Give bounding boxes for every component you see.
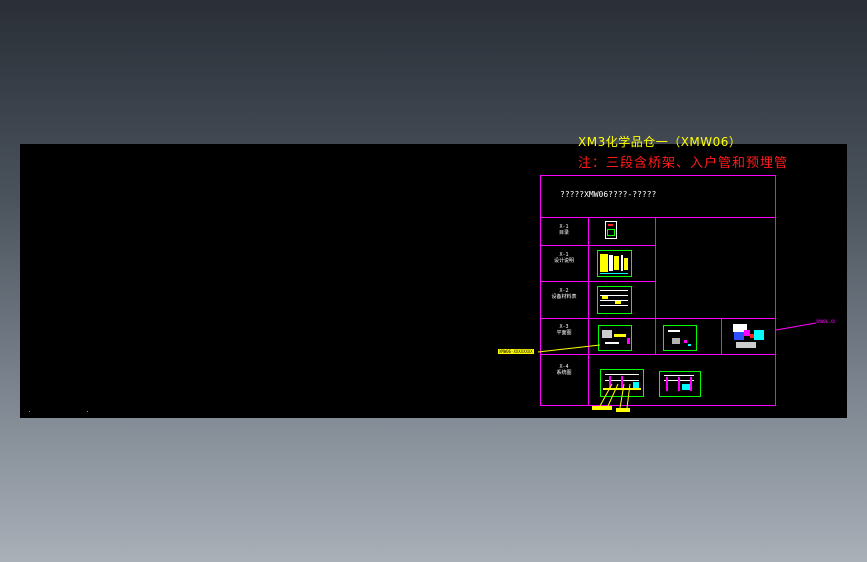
- table-header-line: [540, 217, 776, 218]
- row-code: X-3: [559, 324, 569, 330]
- ucs-marker: [87, 411, 88, 412]
- leader-label-right: XMW06-XX: [816, 319, 836, 324]
- sheet-thumbnail-notes[interactable]: [597, 250, 632, 277]
- row-label: X-1 设计说明: [542, 252, 586, 264]
- row-code: X-2: [559, 288, 569, 294]
- index-table-frame[interactable]: [540, 175, 776, 406]
- col-line: [655, 217, 656, 354]
- cad-model-space[interactable]: [20, 144, 847, 418]
- sheet-thumbnail-plan-1[interactable]: [597, 324, 633, 352]
- row-title: 设计说明: [553, 258, 574, 264]
- row-line: [540, 354, 776, 355]
- leader-label-left: XMW06-XXXXXXXX: [498, 349, 534, 354]
- ucs-marker: [29, 411, 30, 412]
- row-title: 系统图: [556, 370, 572, 376]
- sheet-thumbnail-materials[interactable]: [597, 286, 632, 314]
- row-code: X-1: [559, 224, 569, 230]
- row-line: [540, 318, 776, 319]
- table-header: ?????XMW06????-?????: [560, 190, 657, 199]
- drawing-note: 注：三段含桥架、入户管和预埋管: [578, 156, 789, 171]
- sheet-thumbnail-cover[interactable]: [605, 221, 617, 239]
- row-title: 设备材料表: [551, 294, 577, 300]
- sheet-thumbnail-plan-3[interactable]: [730, 322, 768, 352]
- col-line: [721, 318, 722, 354]
- sheet-thumbnail-plan-2[interactable]: [662, 324, 698, 352]
- row-label: X-1 目录: [542, 224, 586, 236]
- row-line: [540, 245, 656, 246]
- sheet-thumbnail-system-1[interactable]: [599, 368, 645, 398]
- row-line: [540, 281, 656, 282]
- row-code: X-1: [559, 252, 569, 258]
- row-label: X-2 设备材料表: [542, 288, 586, 300]
- row-code: X-4: [559, 364, 569, 370]
- sheet-thumbnail-system-2[interactable]: [658, 370, 702, 398]
- col-line: [588, 217, 589, 406]
- row-label: X-4 系统图: [542, 364, 586, 376]
- drawing-title: XM3化学品仓一（XMW06）: [578, 135, 742, 149]
- row-title: 目录: [558, 230, 569, 236]
- row-label: X-3 平面图: [542, 324, 586, 336]
- row-title: 平面图: [556, 330, 572, 336]
